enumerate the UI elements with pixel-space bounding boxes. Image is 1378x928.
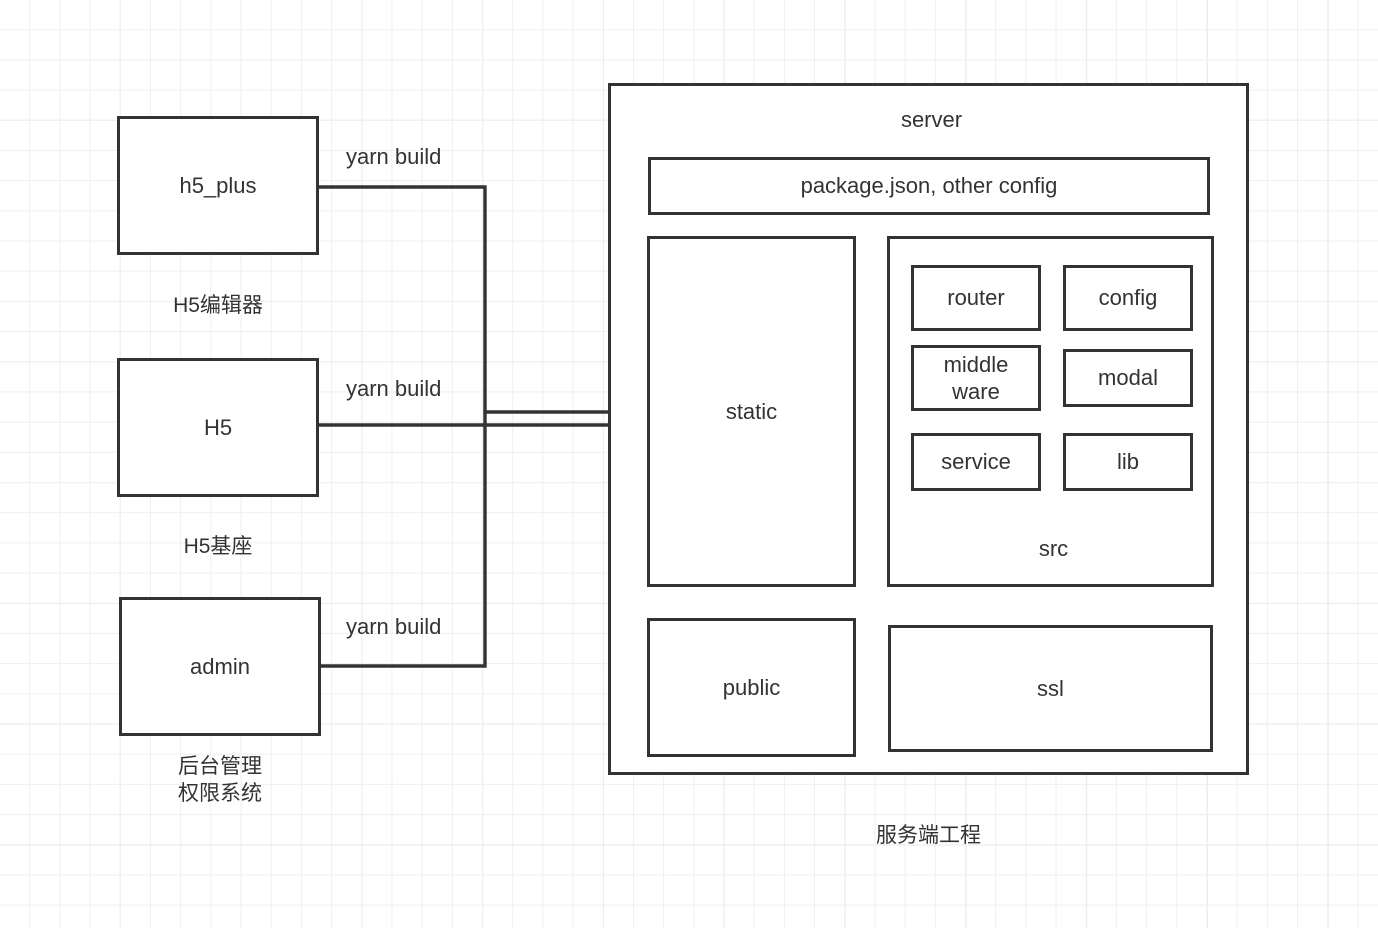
node-h5-label: H5 bbox=[203, 414, 233, 440]
node-router[interactable]: router bbox=[911, 265, 1041, 331]
node-modal-label: modal bbox=[1098, 365, 1158, 391]
node-h5[interactable]: H5 bbox=[117, 358, 319, 497]
node-package-config[interactable]: package.json, other config bbox=[648, 157, 1210, 215]
node-lib-label: lib bbox=[1116, 449, 1139, 475]
node-admin-label: admin bbox=[190, 653, 250, 679]
node-public-label: public bbox=[722, 674, 781, 700]
edge-label-h5-plus: yarn build bbox=[346, 144, 442, 169]
node-modal[interactable]: modal bbox=[1063, 349, 1193, 407]
node-public[interactable]: public bbox=[647, 618, 856, 757]
node-lib[interactable]: lib bbox=[1063, 433, 1193, 491]
node-static[interactable]: static bbox=[647, 236, 856, 587]
node-middleware-label: middle ware bbox=[943, 351, 1009, 405]
node-package-config-label: package.json, other config bbox=[800, 173, 1058, 199]
node-middleware[interactable]: middle ware bbox=[911, 345, 1041, 411]
caption-admin: 后台管理 权限系统 bbox=[178, 755, 262, 806]
node-h5-plus-label: h5_plus bbox=[179, 172, 257, 198]
edge-label-admin: yarn build bbox=[346, 614, 442, 639]
node-static-label: static bbox=[725, 398, 778, 424]
node-src-label: src bbox=[1038, 536, 1069, 561]
node-admin[interactable]: admin bbox=[119, 597, 321, 736]
caption-h5: H5基座 bbox=[183, 535, 253, 558]
server-title: server bbox=[900, 107, 963, 132]
node-router-label: router bbox=[947, 285, 1005, 311]
node-config[interactable]: config bbox=[1063, 265, 1193, 331]
node-service-label: service bbox=[941, 449, 1011, 475]
node-ssl-label: ssl bbox=[1037, 675, 1064, 701]
node-config-label: config bbox=[1098, 285, 1158, 311]
edge-label-h5: yarn build bbox=[346, 376, 442, 401]
node-h5-plus[interactable]: h5_plus bbox=[117, 116, 319, 255]
caption-h5-plus: H5编辑器 bbox=[173, 294, 263, 317]
caption-server: 服务端工程 bbox=[876, 824, 981, 847]
node-ssl[interactable]: ssl bbox=[888, 625, 1213, 752]
node-service[interactable]: service bbox=[911, 433, 1041, 491]
